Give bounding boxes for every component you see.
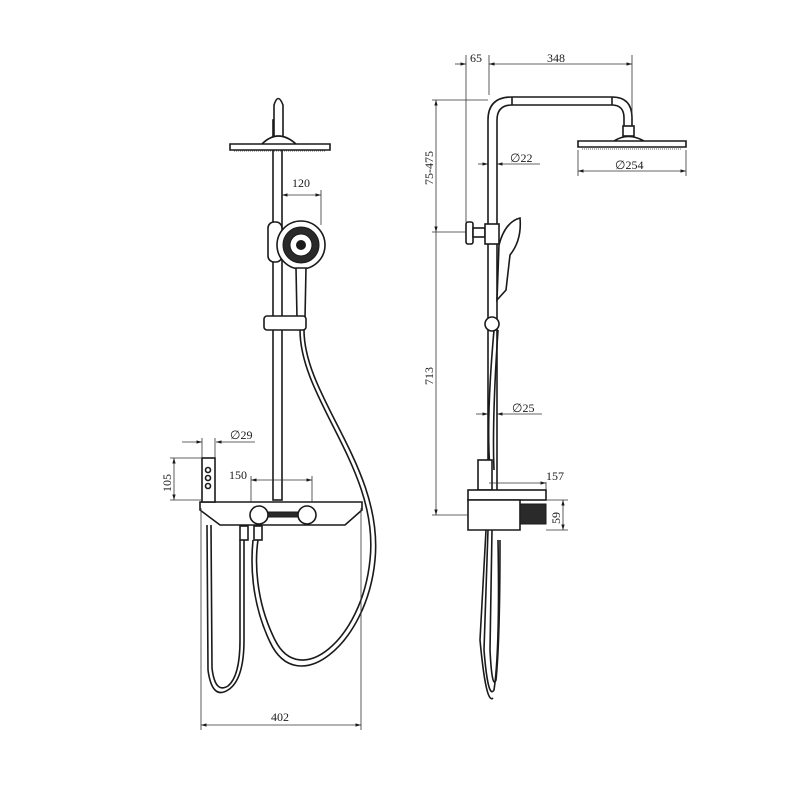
dim-total-width: 402 <box>271 710 289 724</box>
front-handshower-handle <box>295 267 307 319</box>
side-overhead-head <box>577 135 687 148</box>
dim-diverter-diameter: ∅29 <box>230 428 252 442</box>
side-view: 65 348 75-475 713 ∅22 ∅254 ∅25 157 59 <box>422 51 687 700</box>
side-diverter <box>477 459 493 491</box>
front-rail <box>272 119 283 501</box>
dim-pipe-diameter-lower: ∅25 <box>512 401 534 415</box>
dim-pipe-diameter-upper: ∅22 <box>510 151 532 165</box>
side-slider <box>484 316 500 332</box>
front-valve-left <box>249 505 269 525</box>
dim-diverter-height: 105 <box>160 474 174 492</box>
side-bracket-knob <box>465 221 474 245</box>
front-valve-right <box>297 505 317 525</box>
front-lower-hose <box>206 524 245 694</box>
dim-head-diameter: ∅254 <box>615 158 643 172</box>
front-arm-top <box>273 97 284 141</box>
front-hose <box>255 329 372 661</box>
side-mixer-body <box>467 499 521 531</box>
dim-valve-spacing: 150 <box>229 468 247 482</box>
dim-handshower-offset: 120 <box>292 176 310 190</box>
dim-arm-reach: 348 <box>547 51 565 65</box>
dim-overall-height: 713 <box>422 367 436 385</box>
dim-mixer-depth: 157 <box>546 469 564 483</box>
front-overhead-head <box>229 135 331 151</box>
front-slider <box>263 315 307 331</box>
dim-mixer-height: 59 <box>549 512 563 524</box>
dim-rail-offset: 65 <box>470 51 482 65</box>
dim-adjustable-height: 75-475 <box>422 151 436 185</box>
side-handshower <box>496 216 522 303</box>
front-view: 120 ∅29 105 150 402 <box>160 97 377 730</box>
